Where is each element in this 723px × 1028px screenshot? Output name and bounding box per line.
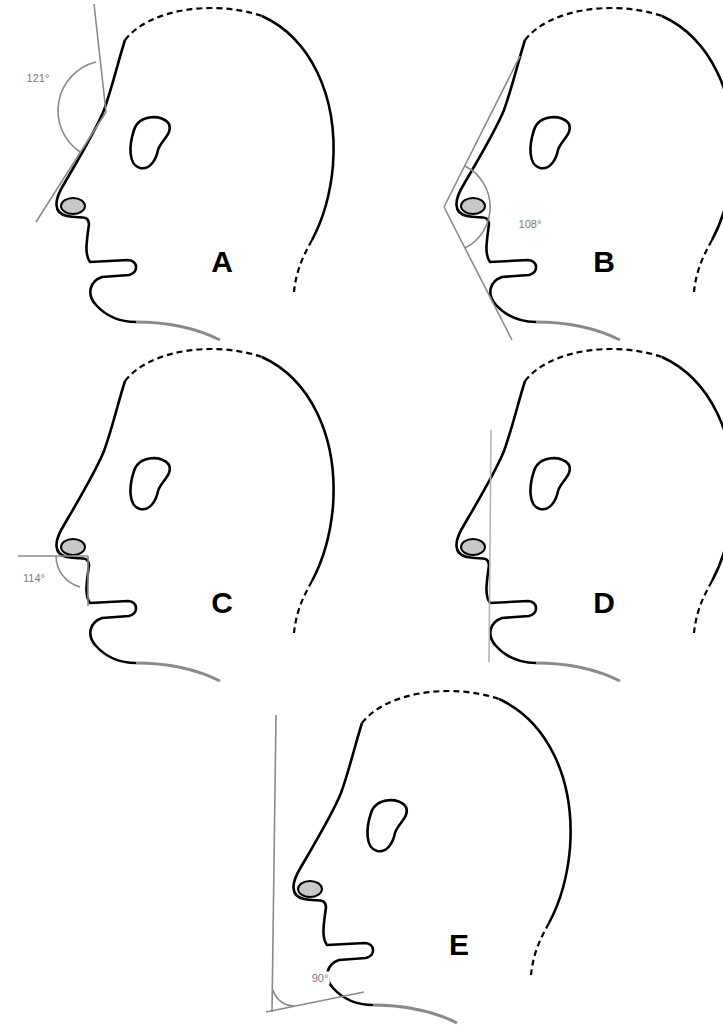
angle-value: 90° [311,972,330,985]
angle-value: 121° [26,72,51,85]
panel-letter: D [593,588,615,618]
panel-letter: C [211,588,233,618]
panel-letter: E [449,930,469,960]
angle-value: 108° [518,218,543,231]
panel-letter: B [593,247,615,277]
panel-letter: A [211,247,233,277]
angle-value: 114° [22,572,46,585]
